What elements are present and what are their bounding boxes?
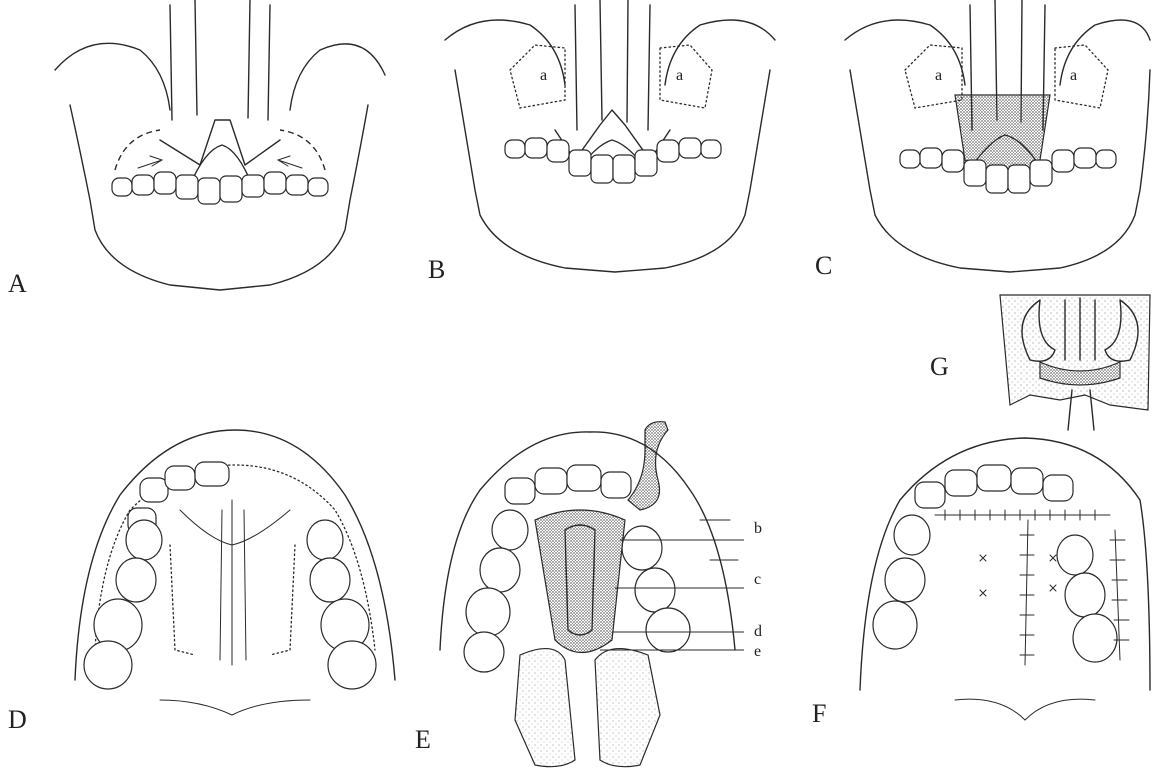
- panel-c-frontal-view: a a: [845, 0, 1150, 272]
- panel-label-b: B: [428, 255, 445, 284]
- mark-a-left: a: [935, 67, 942, 84]
- callout-e: e: [754, 643, 761, 660]
- panel-b-frontal-view: a a: [445, 0, 775, 272]
- callout-d: d: [754, 623, 762, 640]
- panel-label-c: C: [815, 251, 832, 280]
- mark-a-right: a: [1070, 67, 1077, 84]
- panel-label-e: E: [415, 725, 431, 754]
- panel-g-cross-section: [1000, 295, 1150, 430]
- mark-a-right: a: [676, 67, 683, 84]
- panel-label-f: F: [812, 699, 826, 728]
- panel-d-palate-view: [75, 430, 395, 715]
- mark-a-left: a: [540, 67, 547, 84]
- panel-label-g: G: [930, 352, 949, 381]
- panel-label-d: D: [8, 705, 27, 734]
- panel-e-palate-view: [440, 422, 744, 767]
- panel-f-palate-view: [860, 438, 1150, 720]
- callout-b: b: [754, 520, 762, 537]
- panel-label-a: A: [8, 269, 27, 298]
- callout-c: c: [754, 571, 761, 588]
- panel-a-frontal-view: [55, 0, 385, 290]
